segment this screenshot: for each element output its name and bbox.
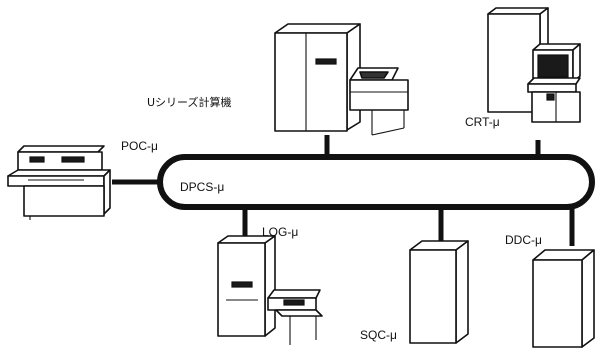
sqc-label: SQC-μ	[360, 328, 397, 342]
crt-label: CRT-μ	[465, 115, 500, 129]
dpcs-bus-label: DPCS-μ	[180, 180, 224, 194]
sqc-unit	[409, 240, 469, 344]
poc-console	[7, 145, 111, 220]
ddc-unit	[532, 249, 595, 348]
crt-console	[487, 7, 581, 123]
log-label: LOG-μ	[262, 225, 298, 239]
u-series-label: Uシリーズ計算機	[147, 95, 232, 109]
poc-label: POC-μ	[121, 139, 158, 153]
u-series-computer	[274, 23, 409, 136]
log-unit	[217, 235, 323, 345]
ddc-label: DDC-μ	[505, 233, 542, 247]
dpcs-bus-ring	[157, 154, 595, 210]
